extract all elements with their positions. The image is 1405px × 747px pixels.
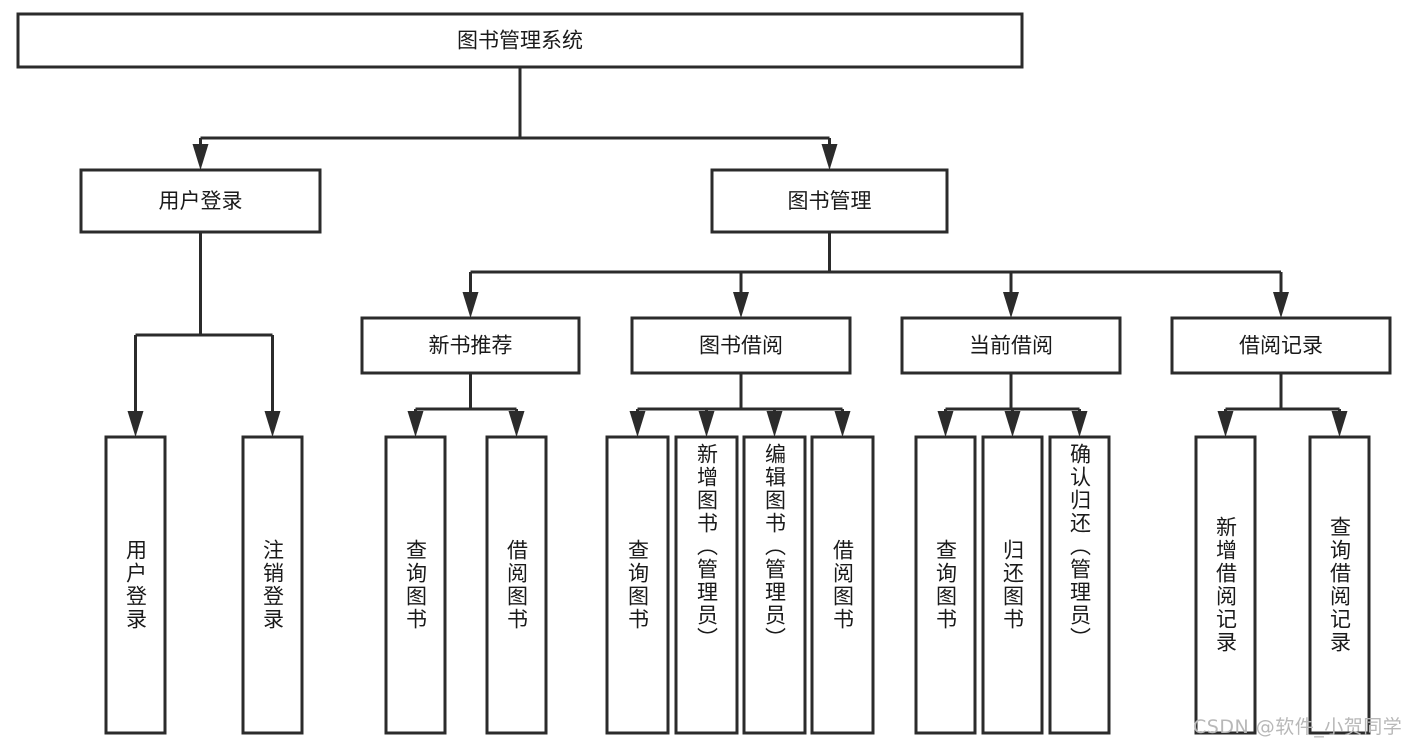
arrow-head-icon xyxy=(629,411,646,437)
node-level3-0-label: 新书推荐 xyxy=(429,334,513,358)
node-level2-1[interactable] xyxy=(710,168,949,234)
arrow-head-icon xyxy=(821,144,838,170)
node-leaf-3[interactable] xyxy=(485,435,548,735)
node-leaf-8[interactable] xyxy=(914,435,977,735)
arrow-head-icon xyxy=(1003,292,1019,318)
node-leaf-1[interactable] xyxy=(241,435,304,735)
arrow-head-icon xyxy=(462,292,479,318)
csdn-watermark: CSDN @软件_小贺同学 xyxy=(1193,716,1403,738)
arrow-head-icon xyxy=(834,411,851,437)
node-leaf-7[interactable] xyxy=(810,435,875,735)
node-leaf-12[interactable] xyxy=(1308,435,1371,735)
arrow-head-icon xyxy=(733,292,749,318)
node-level2-0[interactable] xyxy=(79,168,322,234)
arrow-head-icon xyxy=(1071,411,1088,437)
node-level3-0[interactable] xyxy=(360,316,581,375)
arrow-head-icon xyxy=(1217,411,1234,437)
arrow-head-icon xyxy=(698,411,715,437)
arrow-head-icon xyxy=(1004,411,1021,437)
arrow-head-icon xyxy=(508,411,525,437)
node-level3-3[interactable] xyxy=(1170,316,1392,375)
node-level2-1-label: 图书管理 xyxy=(788,189,872,213)
node-level3-2[interactable] xyxy=(900,316,1122,375)
node-leaf-10[interactable] xyxy=(1048,435,1111,735)
arrow-head-icon xyxy=(264,411,281,437)
connectors-layer xyxy=(127,67,1348,437)
node-leaf-2[interactable] xyxy=(384,435,447,735)
arrow-head-icon xyxy=(407,411,424,437)
node-level3-1[interactable] xyxy=(630,316,852,375)
node-level2-0-label: 用户登录 xyxy=(159,189,243,213)
arrow-head-icon xyxy=(766,411,783,437)
node-root[interactable] xyxy=(16,12,1024,69)
node-leaf-0[interactable] xyxy=(104,435,167,735)
node-level3-2-label: 当前借阅 xyxy=(969,334,1053,358)
arrow-head-icon xyxy=(937,411,954,437)
node-leaf-6[interactable] xyxy=(742,435,807,735)
node-leaf-9[interactable] xyxy=(981,435,1044,735)
arrow-head-icon xyxy=(192,144,209,170)
arrow-head-icon xyxy=(127,411,144,437)
node-leaf-11[interactable] xyxy=(1194,435,1257,735)
boxes-layer xyxy=(16,12,1392,735)
node-root-label: 图书管理系统 xyxy=(457,29,583,53)
node-level3-3-label: 借阅记录 xyxy=(1239,334,1323,358)
arrow-head-icon xyxy=(1273,292,1289,318)
node-leaf-4[interactable] xyxy=(605,435,670,735)
arrow-head-icon xyxy=(1331,411,1348,437)
node-level3-1-label: 图书借阅 xyxy=(699,334,783,358)
node-leaf-5[interactable] xyxy=(674,435,739,735)
